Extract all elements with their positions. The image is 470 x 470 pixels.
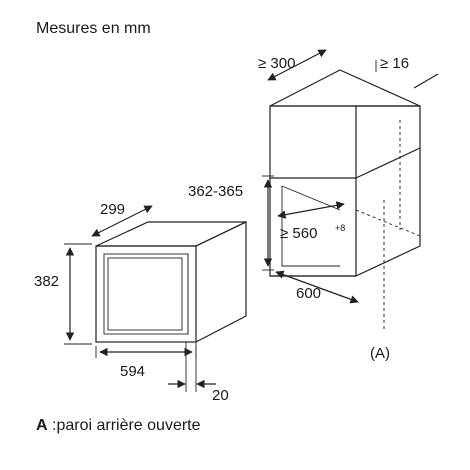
dim-niche-depth: ≥ 560 +8 bbox=[277, 201, 345, 242]
dim-front-thickness-label: 20 bbox=[212, 387, 229, 404]
dim-top-gap-label: ≥ 16 bbox=[380, 55, 409, 72]
dim-appliance-height: 382 bbox=[34, 243, 92, 345]
dim-niche-depth-label: ≥ 560 bbox=[280, 225, 317, 242]
dim-front-thickness: 20 bbox=[168, 342, 229, 404]
legend-key: A bbox=[36, 417, 48, 434]
rear-wall-marker: (A) bbox=[370, 345, 390, 362]
diagram-title: Mesures en mm bbox=[36, 20, 151, 37]
dim-appliance-depth: 299 bbox=[91, 201, 153, 237]
wall-cabinet bbox=[269, 69, 421, 330]
dim-cabinet-depth-label: ≥ 300 bbox=[258, 55, 295, 72]
appliance bbox=[95, 221, 247, 343]
legend: A :paroi arrière ouverte bbox=[36, 417, 201, 434]
dim-niche-height: 362-365 bbox=[188, 175, 274, 271]
legend-text: :paroi arrière ouverte bbox=[52, 417, 201, 434]
dim-niche-width-label: 600 bbox=[296, 285, 321, 302]
dim-appliance-depth-label: 299 bbox=[100, 201, 125, 218]
dim-niche-height-label: 362-365 bbox=[188, 183, 243, 200]
dim-appliance-height-label: 382 bbox=[34, 273, 59, 290]
dim-appliance-width: 594 bbox=[95, 346, 197, 380]
dim-niche-depth-tolerance: +8 bbox=[335, 223, 345, 233]
rear-wall-marker-label: (A) bbox=[370, 345, 390, 362]
dim-appliance-width-label: 594 bbox=[120, 363, 145, 380]
dim-niche-width: 600 bbox=[275, 270, 359, 304]
dim-cabinet-depth: ≥ 300 bbox=[258, 49, 327, 81]
dim-top-gap: ≥ 16 bbox=[375, 55, 439, 89]
